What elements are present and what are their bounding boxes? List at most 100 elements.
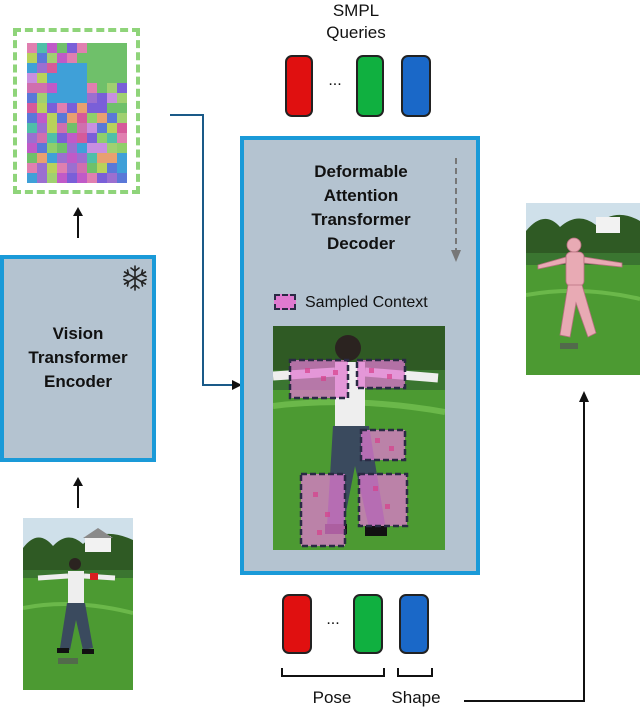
mosaic-cell <box>57 83 67 93</box>
mosaic-cell <box>117 73 127 83</box>
arrow-to-output <box>464 391 589 702</box>
mosaic-cell <box>57 123 67 133</box>
mosaic-cell <box>77 43 87 53</box>
mosaic-cell <box>97 53 107 63</box>
mosaic-cell <box>27 93 37 103</box>
output-token-blue <box>399 594 429 654</box>
mosaic-cell <box>97 73 107 83</box>
mosaic-cell <box>77 73 87 83</box>
mosaic-cell <box>27 173 37 183</box>
mosaic-cell <box>117 123 127 133</box>
mosaic-cell <box>107 113 117 123</box>
mosaic-cell <box>47 93 57 103</box>
snowflake-icon <box>123 265 147 291</box>
mosaic-cell <box>57 153 67 163</box>
mosaic-cell <box>37 133 47 143</box>
mosaic-cell <box>87 53 97 63</box>
mosaic-cell <box>67 133 77 143</box>
mosaic-cell <box>37 93 47 103</box>
mosaic-cell <box>77 103 87 113</box>
mosaic-cell <box>67 153 77 163</box>
mosaic-cell <box>67 163 77 173</box>
mosaic-cell <box>47 153 57 163</box>
mosaic-cell <box>77 163 87 173</box>
mosaic-cell <box>27 73 37 83</box>
input-image <box>23 518 133 690</box>
mosaic-cell <box>87 153 97 163</box>
mosaic-cell <box>57 43 67 53</box>
mosaic-cell <box>107 63 117 73</box>
arrow-image-to-encoder <box>73 477 83 508</box>
mosaic-cell <box>97 63 107 73</box>
mosaic-cell <box>117 153 127 163</box>
shape-bracket <box>397 668 433 677</box>
mosaic-cell <box>87 43 97 53</box>
mosaic-cell <box>57 133 67 143</box>
mosaic-cell <box>77 123 87 133</box>
feature-map-mosaic <box>27 43 127 183</box>
mosaic-cell <box>117 113 127 123</box>
mosaic-cell <box>47 113 57 123</box>
mosaic-cell <box>117 173 127 183</box>
mosaic-cell <box>97 103 107 113</box>
mosaic-cell <box>107 133 117 143</box>
mosaic-cell <box>37 53 47 63</box>
mosaic-cell <box>57 113 67 123</box>
mosaic-cell <box>37 123 47 133</box>
mosaic-cell <box>67 53 77 63</box>
mosaic-cell <box>87 103 97 113</box>
mosaic-cell <box>27 123 37 133</box>
mosaic-cell <box>77 63 87 73</box>
mosaic-cell <box>47 123 57 133</box>
mosaic-cell <box>27 63 37 73</box>
mosaic-cell <box>27 153 37 163</box>
mosaic-cell <box>37 113 47 123</box>
mosaic-cell <box>67 143 77 153</box>
mosaic-cell <box>67 173 77 183</box>
mosaic-cell <box>107 103 117 113</box>
mosaic-cell <box>117 63 127 73</box>
mosaic-cell <box>87 93 97 103</box>
mosaic-cell <box>107 163 117 173</box>
mosaic-cell <box>117 133 127 143</box>
mosaic-cell <box>107 173 117 183</box>
mosaic-cell <box>47 133 57 143</box>
mosaic-cell <box>97 83 107 93</box>
mosaic-cell <box>77 173 87 183</box>
mosaic-cell <box>37 83 47 93</box>
mosaic-cell <box>97 93 107 103</box>
mosaic-cell <box>77 93 87 103</box>
arrow-features-to-decoder <box>170 114 242 390</box>
mosaic-cell <box>57 63 67 73</box>
decoder-context-image <box>273 326 445 550</box>
mosaic-cell <box>77 143 87 153</box>
mosaic-cell <box>27 133 37 143</box>
mosaic-cell <box>117 103 127 113</box>
mosaic-cell <box>77 53 87 63</box>
query-token-blue <box>401 55 431 117</box>
mosaic-cell <box>107 83 117 93</box>
mosaic-cell <box>47 163 57 173</box>
shape-label: Shape <box>391 688 441 707</box>
encoder-box <box>0 255 156 462</box>
mosaic-cell <box>67 103 77 113</box>
mosaic-cell <box>27 103 37 113</box>
encoder-label: Vision Transformer Encoder <box>28 324 128 391</box>
mosaic-cell <box>27 43 37 53</box>
mosaic-cell <box>47 63 57 73</box>
mosaic-cell <box>57 73 67 83</box>
decoder-dashed-arrow <box>451 158 461 262</box>
mosaic-cell <box>47 43 57 53</box>
mosaic-cell <box>67 113 77 123</box>
mosaic-cell <box>87 83 97 93</box>
mosaic-cell <box>57 103 67 113</box>
output-mesh-image <box>526 203 640 375</box>
mosaic-cell <box>107 153 117 163</box>
mosaic-cell <box>107 143 117 153</box>
mosaic-cell <box>67 63 77 73</box>
mosaic-cell <box>87 123 97 133</box>
mosaic-cell <box>107 123 117 133</box>
mosaic-cell <box>37 173 47 183</box>
mosaic-cell <box>97 113 107 123</box>
mosaic-cell <box>37 163 47 173</box>
